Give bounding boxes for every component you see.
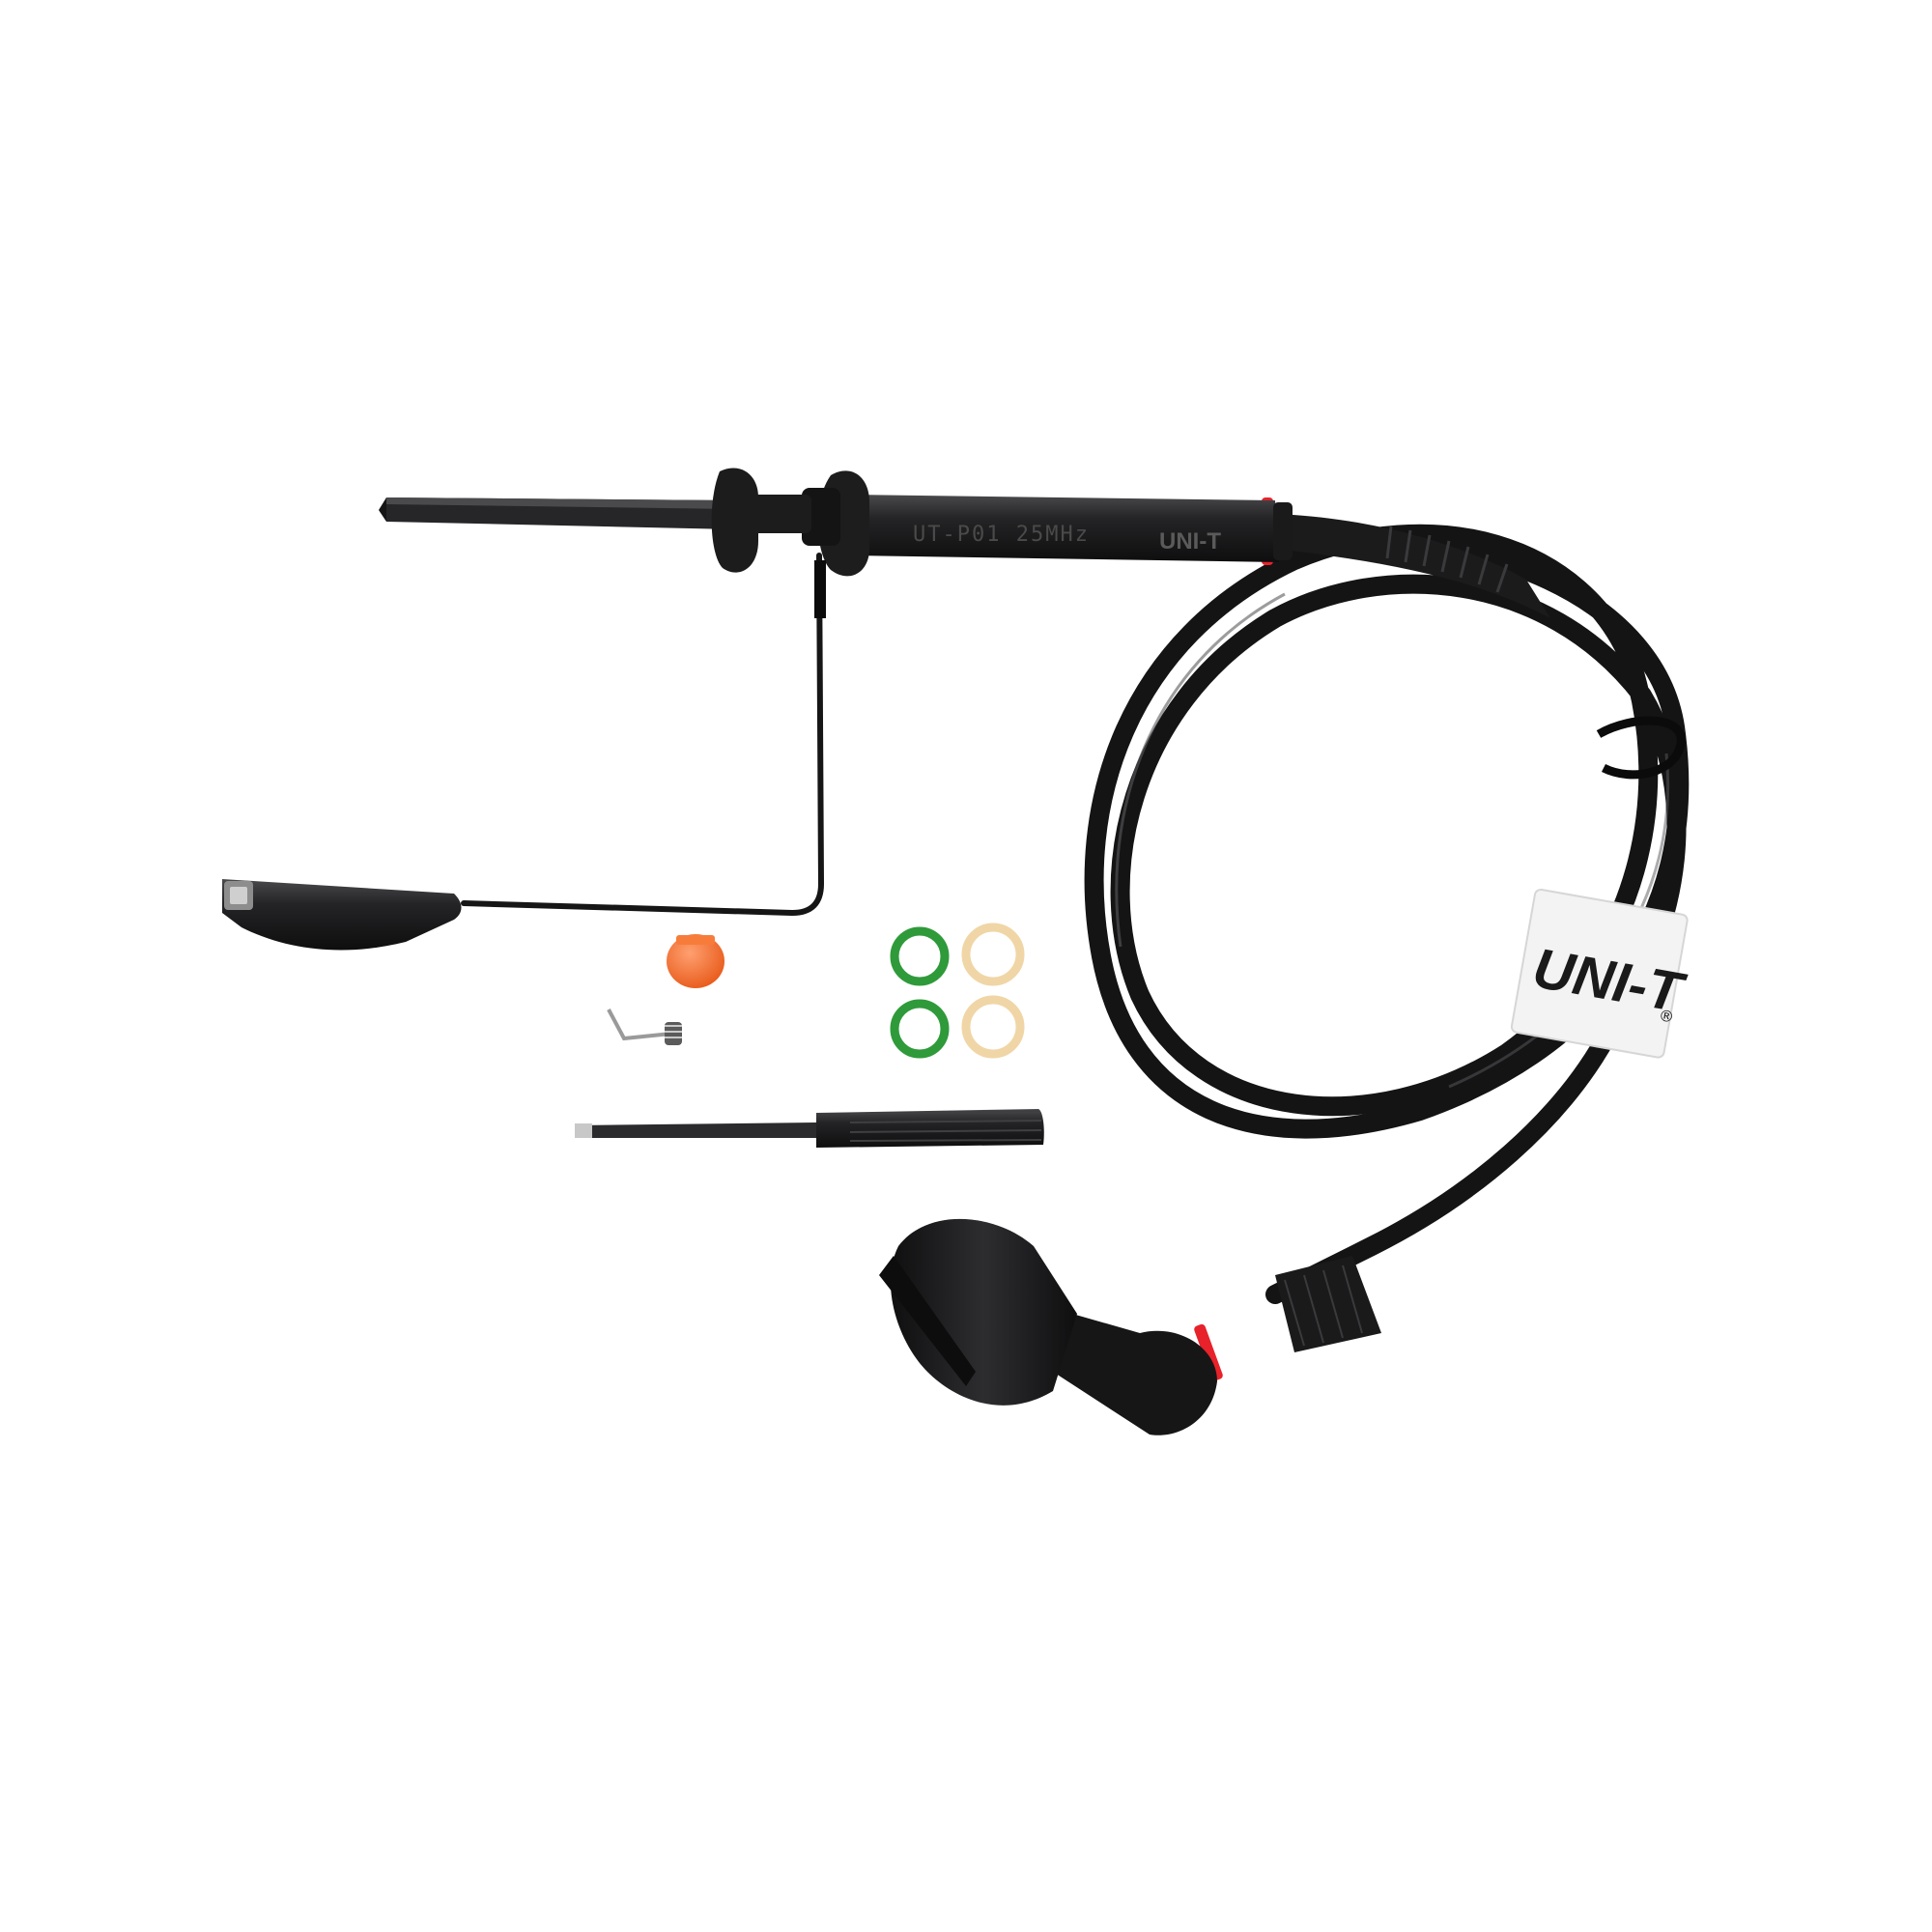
marker-ring-green-1 — [890, 926, 950, 986]
ground-lead — [461, 553, 826, 917]
probe-strain-relief — [1275, 514, 1550, 618]
tag-registered-mark: ® — [1658, 1006, 1676, 1026]
adjustment-tool — [575, 1109, 1044, 1148]
insulating-cap — [667, 934, 724, 988]
probe-body: UT-P01 25MHz UNI-T — [379, 468, 1550, 618]
probe-model-print: UT-P01 25MHz — [913, 523, 1090, 547]
cable-tie — [1596, 716, 1686, 780]
alligator-clip — [222, 879, 462, 951]
probe-tip — [379, 497, 386, 522]
cable-tag: UNI-T ® — [1510, 888, 1690, 1059]
bnc-band — [1194, 1323, 1223, 1381]
marker-ring-cream-1 — [961, 923, 1025, 986]
bnc-connector — [879, 1218, 1381, 1435]
marker-rings — [890, 923, 1025, 1059]
marker-ring-green-2 — [890, 999, 950, 1059]
cable-to-bnc — [1265, 1014, 1623, 1304]
probe-hook-flange — [711, 468, 758, 573]
marker-ring-cream-2 — [961, 995, 1025, 1059]
ground-spring — [607, 1009, 682, 1045]
probe-brand-print: UNI-T — [1159, 528, 1221, 554]
